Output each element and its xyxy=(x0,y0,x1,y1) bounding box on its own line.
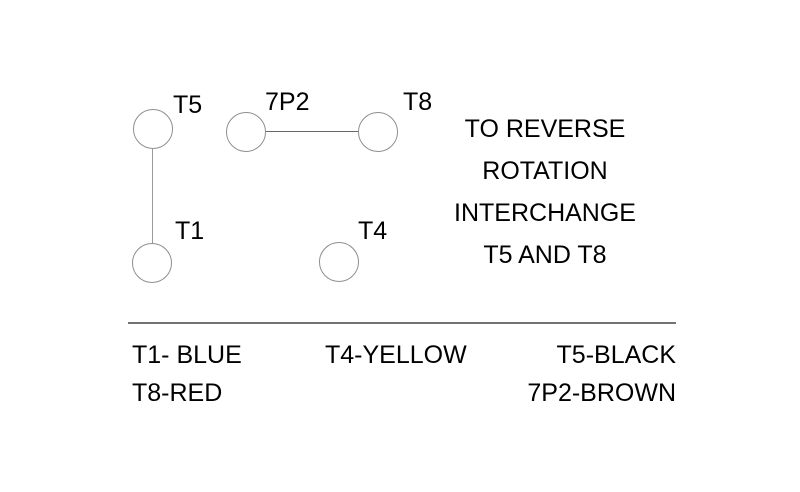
note-line-1: TO REVERSE xyxy=(464,115,626,143)
reverse-rotation-note: TO REVERSE ROTATION INTERCHANGE T5 AND T… xyxy=(420,108,670,276)
note-line-4: T5 AND T8 xyxy=(483,241,607,269)
legend-t4-yellow: T4-YELLOW xyxy=(325,341,467,369)
note-line-3: INTERCHANGE xyxy=(454,199,636,227)
terminal-t8-label: T8 xyxy=(403,88,433,116)
legend-divider xyxy=(128,322,676,324)
wire-7p2-t8 xyxy=(266,131,358,132)
legend-t8-red: T8-RED xyxy=(132,379,223,407)
legend-t1-blue: T1- BLUE xyxy=(132,341,242,369)
wire-t5-t1 xyxy=(152,149,153,244)
terminal-t4-circle xyxy=(319,242,359,282)
legend-7p2-brown: 7P2-BROWN xyxy=(527,379,676,407)
terminal-7p2-label: 7P2 xyxy=(265,88,310,116)
terminal-t1-circle xyxy=(132,243,172,283)
terminal-t5-label: T5 xyxy=(173,91,203,119)
terminal-t1-label: T1 xyxy=(175,217,205,245)
terminal-t8-circle xyxy=(358,112,398,152)
legend-t5-black: T5-BLACK xyxy=(556,341,676,369)
terminal-7p2-circle xyxy=(226,112,266,152)
terminal-t4-label: T4 xyxy=(358,217,388,245)
note-line-2: ROTATION xyxy=(482,157,608,185)
terminal-t5-circle xyxy=(133,109,173,149)
